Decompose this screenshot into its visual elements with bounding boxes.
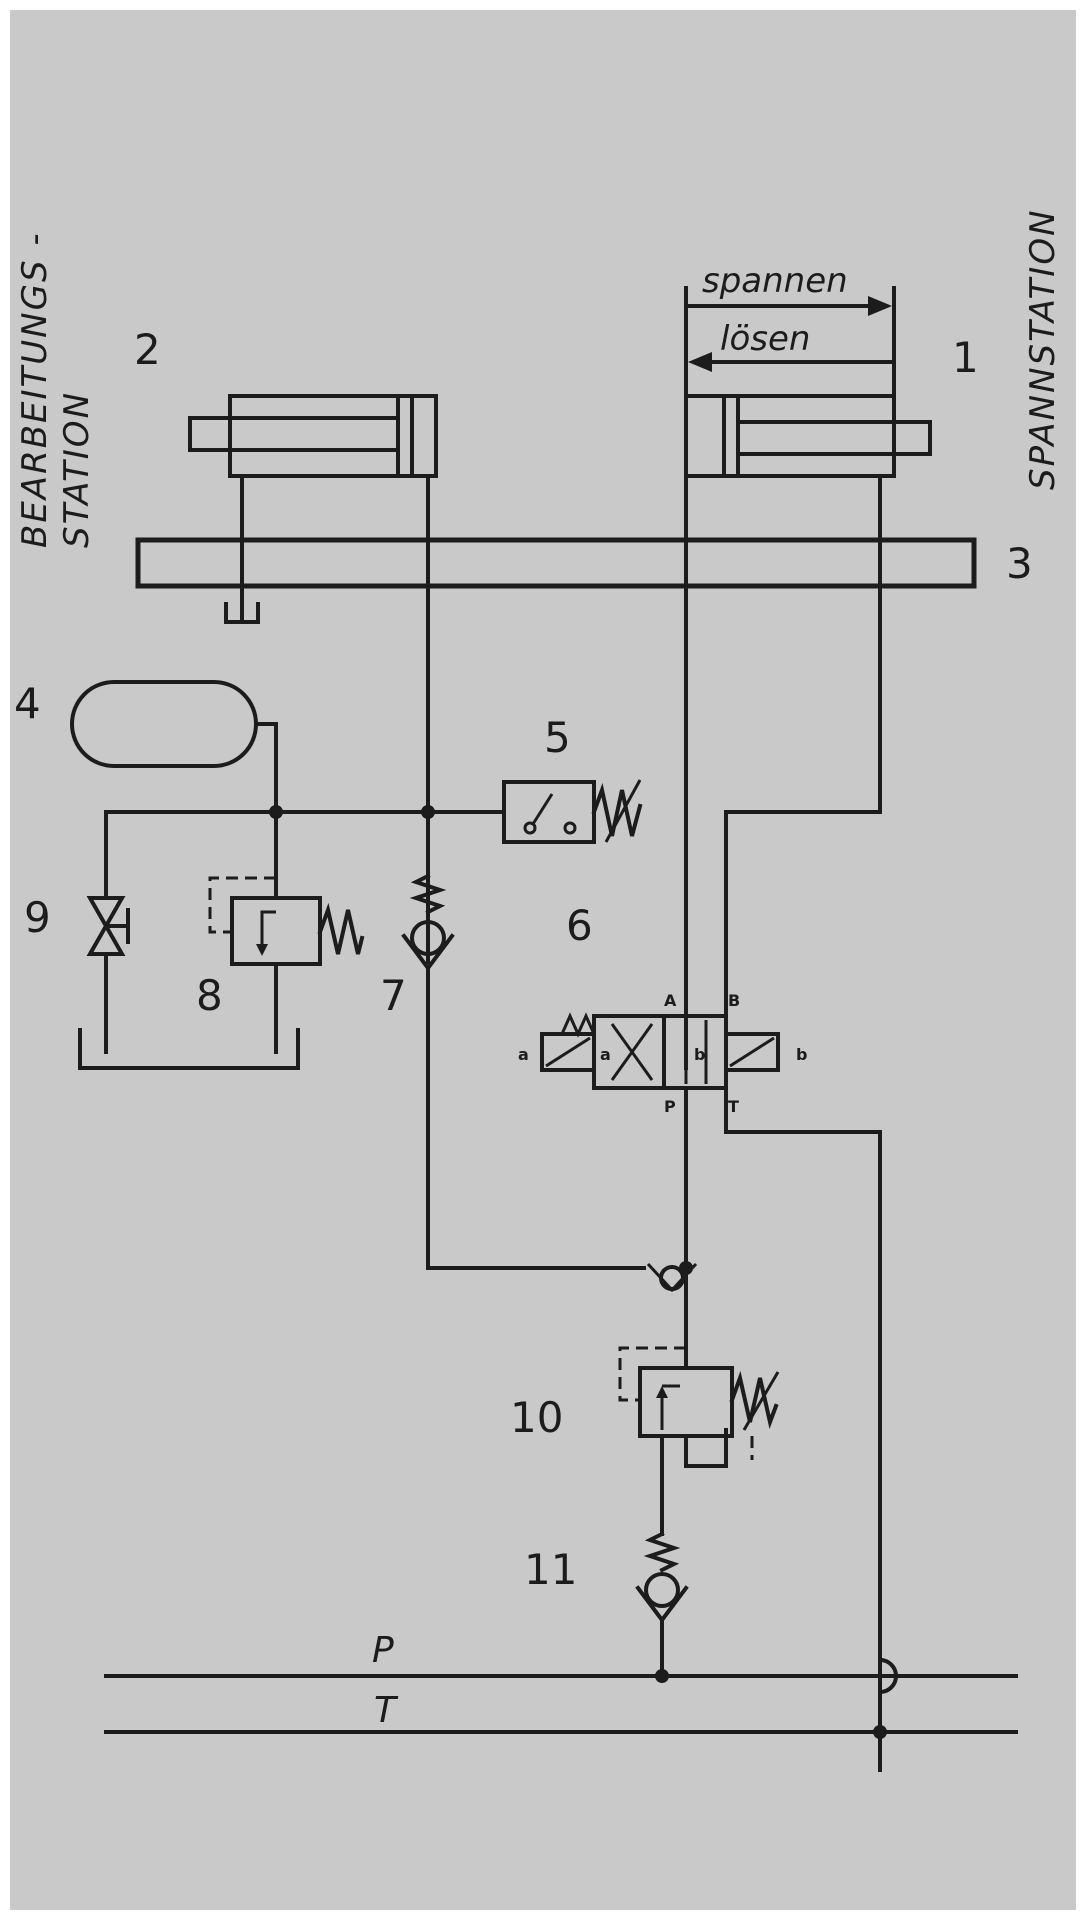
valve-6-solenoid-left-slash (545, 1036, 591, 1068)
valve-6-port-t: T (728, 1097, 739, 1116)
cylinder-2 (188, 394, 438, 478)
valve-6-solenoid-right-slash (729, 1036, 775, 1068)
valve-9-upper-triangle (86, 896, 126, 931)
component-label-7: 7 (380, 971, 407, 1020)
valve-10-tank (684, 1428, 728, 1468)
tank-line-label: T (374, 1690, 399, 1731)
right-station-label: SPANNSTATION (1023, 208, 1063, 490)
valve-6-spring-left (560, 1012, 596, 1038)
component-label-1: 1 (952, 333, 979, 382)
spannen-label: spannen (702, 261, 848, 301)
cyl2-drain-tank (224, 602, 260, 624)
valve-10-arrow (656, 1386, 668, 1398)
t-line-crossover (877, 1657, 898, 1695)
check-valve-7-spring (409, 873, 447, 915)
loesen-label: lösen (720, 319, 810, 359)
component-label-6: 6 (566, 901, 593, 950)
component-label-9: 9 (24, 893, 51, 942)
relief-valve-8 (208, 810, 365, 1054)
check-valve-7-ball (410, 920, 446, 956)
pressure-switch-5-contact-a (523, 821, 537, 835)
component-label-5: 5 (544, 713, 571, 762)
check-valve-11 (635, 1434, 689, 1678)
check-valve-7 (401, 873, 455, 972)
valve-10-spring (729, 1370, 779, 1429)
junction-cylinder2 (421, 805, 435, 819)
component-label-2: 2 (134, 325, 161, 374)
valve-6-port-a: A (664, 991, 677, 1010)
valve-6-cross-2 (610, 1023, 654, 1081)
check-valve-11-spring (643, 1531, 681, 1573)
pressure-switch-5-adjust (604, 779, 642, 843)
pressure-switch-5-spring (591, 782, 643, 837)
valve-6-port-b: B (728, 991, 740, 1010)
check-valve-11-ball (644, 1572, 680, 1608)
valve-8-spring (317, 902, 365, 955)
left-station-label-line1: BEARBEITUNGS - (15, 231, 55, 548)
cylinder-2-body (228, 394, 438, 478)
cylinder-2-rod (188, 416, 400, 452)
valve-6-position-b: b (694, 1045, 705, 1064)
component-label-8: 8 (196, 971, 223, 1020)
pressure-switch-5-lever (531, 793, 554, 825)
directional-valve-6: a b a b A B P T (518, 991, 807, 1116)
cylinder-1-body (684, 394, 896, 478)
junction-t-line (873, 1725, 887, 1739)
spannen-arrow-head (868, 296, 892, 316)
valve-6-solenoid-left (540, 1032, 596, 1072)
cyl1-line-b (724, 474, 882, 1070)
cyl2-to-pump-line (426, 966, 646, 1270)
left-station-label-line2: STATION (57, 391, 97, 548)
accumulator-4-line (254, 722, 278, 814)
valve-6-position-a: a (600, 1045, 611, 1064)
component-label-4: 4 (14, 679, 41, 728)
diagram-background (10, 10, 1076, 1910)
pressure-switch-5 (502, 779, 643, 844)
valve-6-sol-b: b (796, 1045, 807, 1064)
valve-6-solenoid-right (724, 1032, 780, 1072)
shutoff-valve-9 (86, 810, 130, 1054)
cylinder-1 (684, 394, 932, 478)
junction-pump (679, 1261, 693, 1275)
valve-6-port-p: P (664, 1097, 676, 1116)
component-label-11: 11 (524, 1545, 577, 1594)
cylinder-1-rod (736, 420, 932, 456)
component-label-10: 10 (510, 1393, 563, 1442)
supply-line-label: P (372, 1630, 394, 1671)
junction-p-line (655, 1669, 669, 1683)
component-label-3: 3 (1006, 539, 1033, 588)
valve-10-adjust (742, 1371, 780, 1431)
stroke-direction-arrows: spannen lösen (684, 261, 896, 396)
valve-6-sol-a: a (518, 1045, 529, 1064)
machine-table-3 (135, 537, 977, 589)
valve-8-path (260, 910, 276, 952)
valve-8-arrow (256, 944, 268, 956)
valve-6-t-line (724, 1086, 882, 1772)
tank-9-8 (78, 1028, 300, 1070)
loesen-arrow-head (688, 352, 712, 372)
pressure-switch-5-contact-b (563, 821, 577, 835)
